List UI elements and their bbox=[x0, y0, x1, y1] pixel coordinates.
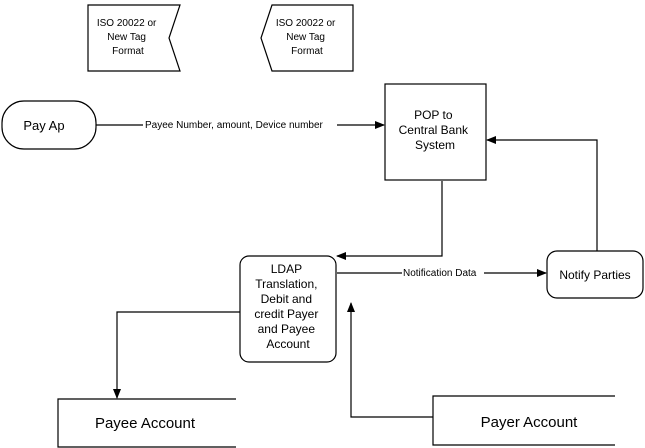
svg-text:Notify Parties: Notify Parties bbox=[559, 268, 630, 282]
payee-account-label: Payee Account bbox=[95, 415, 196, 432]
ldap-line-1: LDAP bbox=[271, 262, 302, 276]
pay-app-node: Pay Ap bbox=[1, 100, 97, 150]
iso-format-out-shape: ISO 20022 or New Tag Format bbox=[87, 4, 181, 72]
svg-text:POP to Central Bank: POP to Central Bank System bbox=[399, 108, 472, 152]
iso-in-line-2: New Tag bbox=[286, 32, 325, 43]
ldap-line-4: credit Payer bbox=[254, 307, 318, 321]
edge-label-notification-data: Notification Data bbox=[403, 268, 477, 279]
edge-ldap-to-payee bbox=[113, 311, 240, 399]
iso-format-in-shape: ISO 20022 or New Tag Format bbox=[260, 4, 354, 72]
ldap-line-2: Translation, bbox=[255, 277, 317, 291]
edge-ldap-to-notify: Notification Data bbox=[337, 267, 547, 279]
pop-central-bank-node: POP to Central Bank System bbox=[384, 83, 487, 181]
iso-out-line-1: ISO 20022 or bbox=[97, 18, 157, 29]
edge-payapp-to-pop: Payee Number, amount, Device number bbox=[96, 118, 385, 131]
edge-pop-to-ldap bbox=[336, 181, 443, 260]
pop-line-2: Central Bank bbox=[399, 123, 469, 137]
iso-out-line-2: New Tag bbox=[107, 32, 146, 43]
iso-in-line-3: Format bbox=[291, 46, 323, 57]
ldap-line-3: Debit and bbox=[261, 292, 312, 306]
payee-account-store: Payee Account bbox=[57, 398, 236, 448]
payer-account-store: Payer Account bbox=[432, 395, 615, 446]
pop-line-1: POP to bbox=[414, 108, 453, 122]
edge-label-payee-number: Payee Number, amount, Device number bbox=[145, 120, 324, 131]
notify-parties-node: Notify Parties bbox=[546, 250, 644, 299]
svg-text:ISO 20022 or New Tag: ISO 20022 or New Tag Format bbox=[97, 18, 159, 57]
ldap-line-5: and Payee bbox=[258, 322, 316, 336]
pop-line-3: System bbox=[415, 138, 455, 152]
notify-label: Notify Parties bbox=[559, 268, 630, 282]
ldap-translation-node: LDAP Translation, Debit and credit Payer… bbox=[239, 255, 337, 363]
svg-text:Pay Ap: Pay Ap bbox=[23, 118, 64, 133]
edge-notify-to-pop bbox=[486, 136, 598, 251]
svg-text:Payer Account: Payer Account bbox=[481, 414, 579, 431]
pay-app-label: Pay Ap bbox=[23, 118, 64, 133]
ldap-line-6: Account bbox=[266, 337, 310, 351]
svg-text:LDAP Translation,: LDAP Translation, Debit and credit Payer… bbox=[254, 262, 321, 351]
svg-text:Payee Account: Payee Account bbox=[95, 415, 196, 432]
iso-out-line-3: Format bbox=[112, 46, 144, 57]
iso-in-line-1: ISO 20022 or bbox=[276, 18, 336, 29]
edge-payer-to-ldap bbox=[347, 302, 433, 418]
svg-text:ISO 20022 or New Tag: ISO 20022 or New Tag Format bbox=[276, 18, 338, 57]
payer-account-label: Payer Account bbox=[481, 414, 579, 431]
